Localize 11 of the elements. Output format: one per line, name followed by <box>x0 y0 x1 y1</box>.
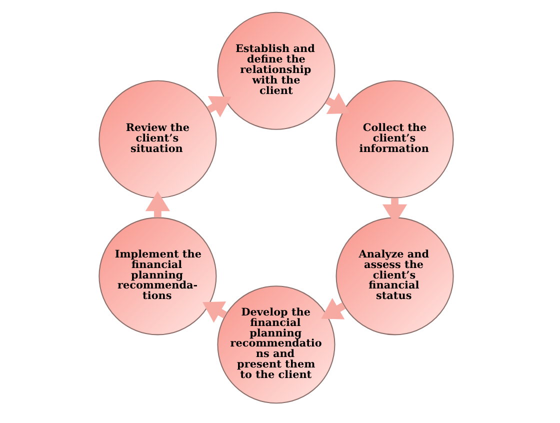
arrow <box>325 92 350 114</box>
node-circle: Establish and define the relationship with the client <box>217 12 336 130</box>
node-circle: Collect the client’s information <box>336 80 454 198</box>
node-circle: Analyze and assess the client’s financial status <box>336 217 454 336</box>
arrow <box>145 191 170 218</box>
arrow <box>321 298 346 320</box>
node-circle: Implement the financial planning recommenda- tions <box>98 217 217 336</box>
node-circle: Review the client’s situation <box>98 80 217 198</box>
arrow <box>202 301 228 323</box>
node-circle: Develop the financial planning recommendatio ns and present them to the client <box>217 286 336 404</box>
arrow <box>206 96 232 118</box>
